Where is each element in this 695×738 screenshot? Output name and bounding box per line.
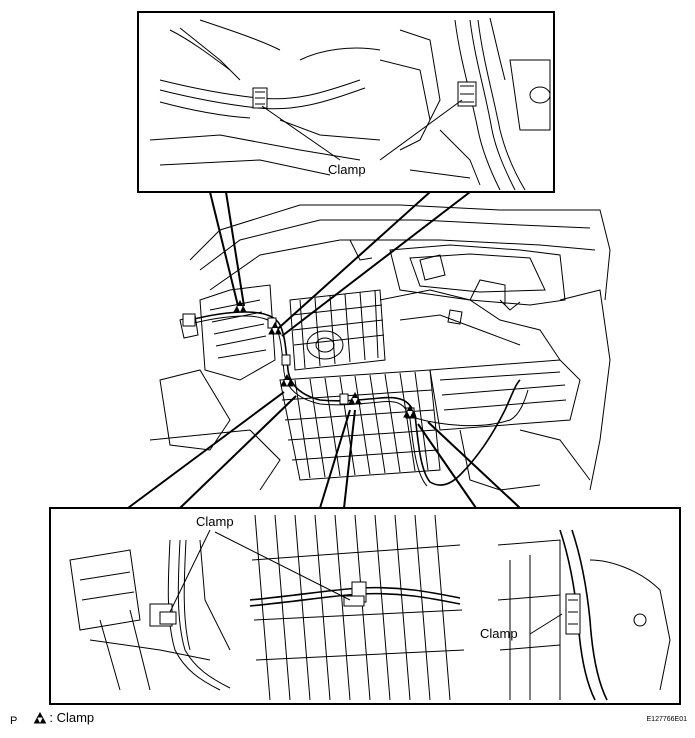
top-detail-panel: Clamp bbox=[137, 11, 555, 193]
legend-text: : Clamp bbox=[49, 710, 95, 725]
legend: : Clamp bbox=[33, 710, 94, 725]
figure-code: E127766E01 bbox=[646, 716, 687, 723]
clamp-label-bottom-right: Clamp bbox=[480, 626, 518, 641]
main-assembly-drawing bbox=[149, 204, 611, 491]
clamp-label-top: Clamp bbox=[328, 162, 366, 177]
clamp-triangle-icon bbox=[34, 711, 47, 724]
footer-legend: P : Clamp bbox=[10, 710, 94, 727]
bottom-connector-lines bbox=[127, 391, 521, 509]
page-marker: P bbox=[10, 714, 18, 727]
top-connector-lines bbox=[209, 191, 471, 337]
clamp-label-bottom-left: Clamp bbox=[196, 514, 234, 529]
bottom-detail-panel: Clamp Clamp bbox=[49, 507, 681, 705]
